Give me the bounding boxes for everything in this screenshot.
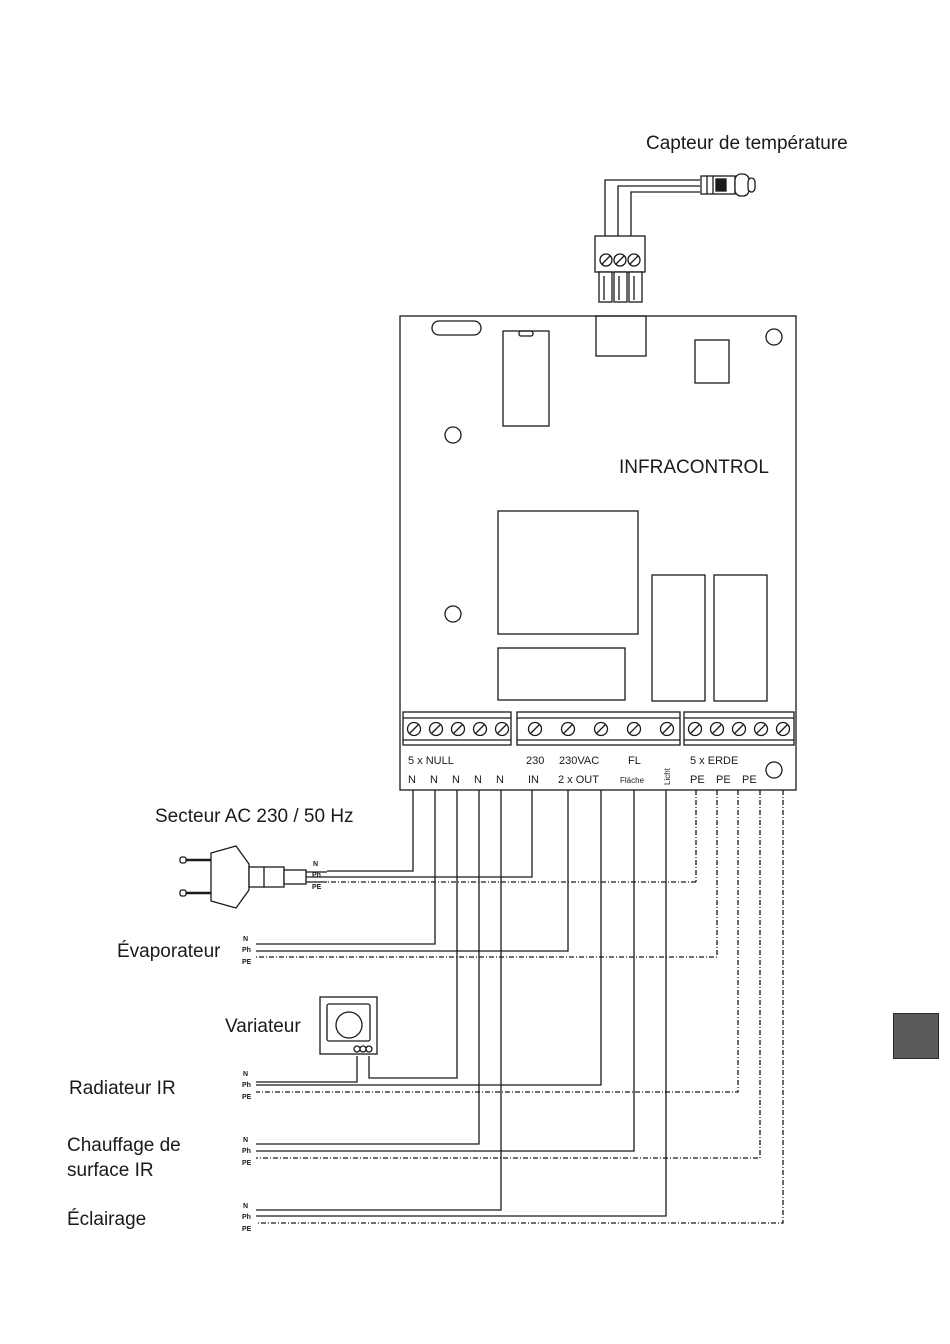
dimmer-icon	[320, 997, 377, 1054]
terminal-out-top: 230VAC	[559, 755, 599, 767]
terminal-screw-slot-7	[564, 725, 573, 734]
terminal-screws	[408, 723, 790, 736]
terminal-n-3: N	[452, 774, 460, 786]
sensor-connector-icon	[595, 236, 645, 302]
svg-text:Ph: Ph	[312, 872, 321, 879]
terminal-erde-label: 5 x ERDE	[690, 755, 738, 767]
terminal-screw-slot-5	[498, 725, 507, 734]
svg-text:N: N	[313, 861, 318, 868]
terminal-pe-1: PE	[690, 774, 705, 786]
wire-codes-surface-heater: N Ph PE	[242, 1137, 252, 1167]
terminal-screw-slot-11	[691, 725, 700, 734]
board-label: INFRACONTROL	[619, 457, 769, 478]
terminal-pe-3: PE	[742, 774, 757, 786]
terminal-screw-slot-3	[454, 725, 463, 734]
wire-codes-radiator: N Ph PE	[242, 1071, 252, 1101]
control-board	[400, 316, 796, 790]
lighting-label: Éclairage	[67, 1209, 146, 1230]
mains-label: Secteur AC 230 / 50 Hz	[155, 806, 354, 827]
wire-codes-evaporator: N Ph PE	[242, 936, 252, 966]
terminal-out-bottom: 2 x OUT	[558, 774, 599, 786]
temperature-sensor-icon	[605, 174, 755, 240]
terminal-n-4: N	[474, 774, 482, 786]
terminal-screw-slot-4	[476, 725, 485, 734]
terminal-pe-2: PE	[716, 774, 731, 786]
terminal-screw-slot-2	[432, 725, 441, 734]
mains-plug-icon	[180, 846, 327, 908]
wire-codes-lighting: N Ph PE	[242, 1203, 252, 1233]
terminal-block-null	[403, 712, 511, 745]
svg-text:Ph: Ph	[242, 1082, 251, 1089]
terminal-screw-slot-8	[597, 725, 606, 734]
terminal-screw-slot-13	[735, 725, 744, 734]
terminal-null-label: 5 x NULL	[408, 755, 454, 767]
svg-text:N: N	[243, 1137, 248, 1144]
terminal-screw-slot-6	[531, 725, 540, 734]
terminal-fl-top: FL	[628, 755, 641, 767]
terminal-screw-slot-9	[630, 725, 639, 734]
terminal-screw-slot-14	[757, 725, 766, 734]
svg-text:PE: PE	[242, 959, 252, 966]
surface-heater-label-line1: Chauffage de	[67, 1135, 181, 1156]
wire-codes-mains: N Ph PE	[312, 861, 322, 891]
svg-text:N: N	[243, 1071, 248, 1078]
terminal-licht: Licht	[663, 767, 672, 785]
svg-text:Ph: Ph	[242, 947, 251, 954]
terminal-fl-bottom: Fläche	[620, 776, 645, 785]
terminal-n-1: N	[408, 774, 416, 786]
surface-heater-wires	[256, 790, 760, 1158]
dimmer-label: Variateur	[225, 1016, 301, 1037]
terminal-in-top: 230	[526, 755, 544, 767]
page-tab-marker	[893, 1013, 939, 1059]
svg-text:PE: PE	[242, 1094, 252, 1101]
radiator-label: Radiateur IR	[69, 1078, 176, 1099]
terminal-screw-slot-15	[779, 725, 788, 734]
mains-wires	[327, 790, 696, 882]
svg-text:PE: PE	[242, 1226, 252, 1233]
terminal-screw-slot-12	[713, 725, 722, 734]
svg-text:PE: PE	[242, 1160, 252, 1167]
terminal-screw-slot-1	[410, 725, 419, 734]
svg-text:Ph: Ph	[242, 1214, 251, 1221]
terminal-n-2: N	[430, 774, 438, 786]
terminal-screw-slot-10	[663, 725, 672, 734]
terminal-n-5: N	[496, 774, 504, 786]
evaporator-label: Évaporateur	[117, 941, 221, 962]
sensor-label: Capteur de température	[646, 133, 848, 154]
svg-text:PE: PE	[312, 884, 322, 891]
svg-text:N: N	[243, 936, 248, 943]
terminal-in-bottom: IN	[528, 774, 539, 786]
svg-text:Ph: Ph	[242, 1148, 251, 1155]
svg-text:N: N	[243, 1203, 248, 1210]
surface-heater-label-line2: surface IR	[67, 1160, 154, 1181]
